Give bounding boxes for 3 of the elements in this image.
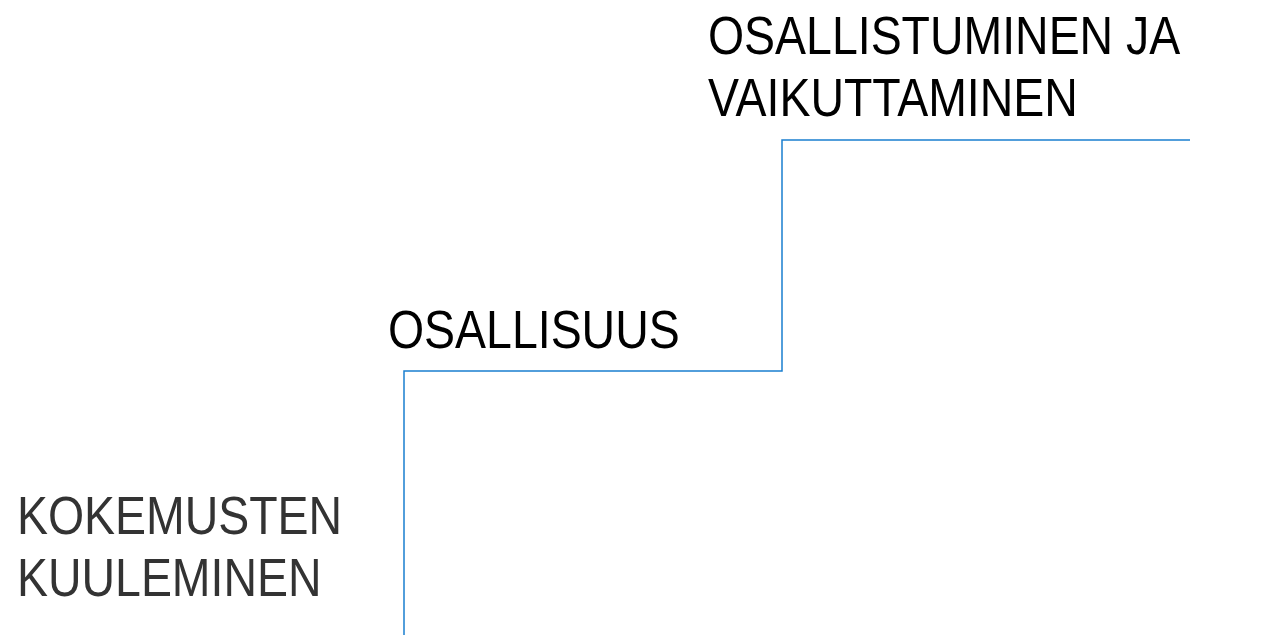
step-label: KOKEMUSTEN KUULEMINEN [17,484,344,608]
step-label: OSALLISUUS [388,298,681,360]
step-label: OSALLISTUMINEN JA VAIKUTTAMINEN [708,4,1180,128]
